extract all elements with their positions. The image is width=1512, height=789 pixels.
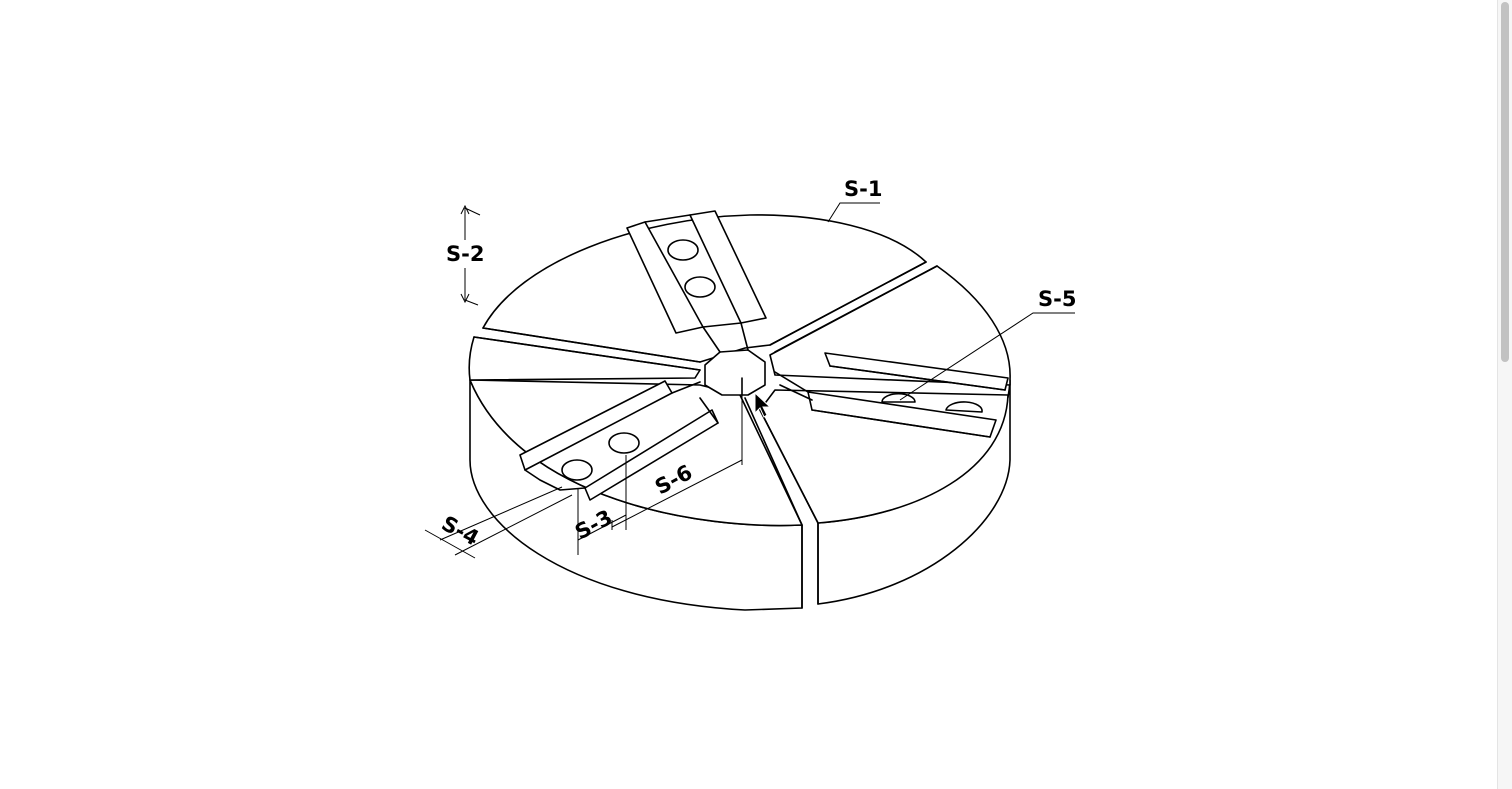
groove-back-left [473, 327, 701, 371]
label-s2: S-2 [446, 242, 484, 266]
jaw-left-base [524, 381, 719, 491]
jaw-right-base [774, 365, 1006, 438]
dimension-s3 [577, 455, 627, 555]
jaw-left-hole-1 [561, 459, 593, 481]
jaw-left-hole-2 [608, 432, 640, 454]
groove-front [744, 397, 819, 526]
dimension-s2 [460, 204, 481, 306]
jaw-back-rail-right [689, 210, 767, 324]
dimension-s6 [611, 395, 743, 530]
jaw-back-hole-1 [667, 239, 699, 261]
jaw-back-hole-2 [684, 276, 716, 298]
top-sector-left [468, 336, 701, 381]
scrollbar-thumb[interactable] [1501, 2, 1509, 362]
groove-back-right [769, 261, 938, 353]
arrow-cursor-icon [754, 391, 772, 418]
dimension-s4 [424, 486, 573, 559]
vertical-scrollbar[interactable] [1497, 0, 1512, 789]
label-s5: S-5 [1038, 287, 1076, 311]
jaw-right-hole-2 [945, 401, 983, 413]
top-sector-front-left [469, 379, 803, 527]
leader-s5 [899, 312, 1075, 401]
center-hub [704, 349, 766, 396]
label-s1: S-1 [844, 177, 882, 201]
leader-s1 [827, 202, 880, 223]
jaw-back-base [644, 214, 749, 353]
